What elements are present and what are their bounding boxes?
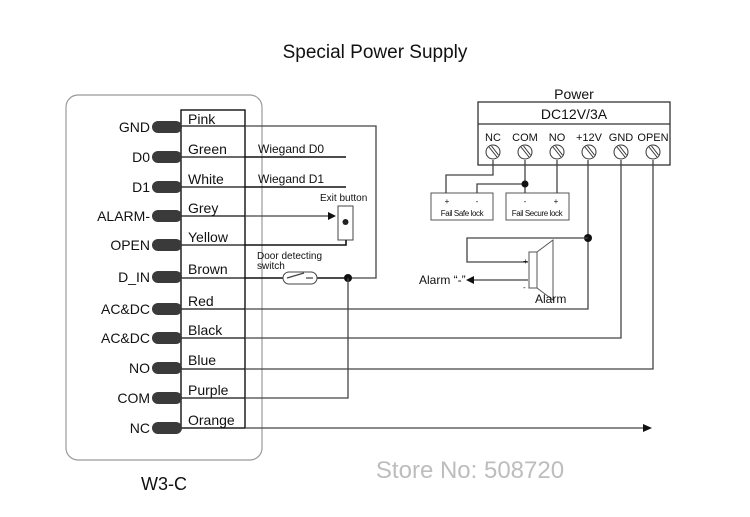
wire-color-label: Brown: [188, 261, 228, 277]
pin-connector: [152, 271, 182, 283]
wire-color-label: Green: [188, 141, 227, 157]
wire-color-label: Purple: [188, 382, 229, 398]
pin-connector: [152, 121, 182, 133]
pin-connector: [152, 210, 182, 222]
pin-label: ALARM-: [97, 208, 150, 224]
pin-label: NO: [129, 360, 150, 376]
plus-label: +: [554, 197, 559, 206]
power-terminal-label: +12V: [576, 132, 603, 144]
pin-connector: [152, 392, 182, 404]
fail-safe-label: Fail Safe lock: [441, 209, 485, 218]
pin-label: GND: [119, 119, 150, 135]
fail-secure-lock: [505, 192, 570, 221]
wiegand-d0-label: Wiegand D0: [258, 142, 324, 156]
power-terminal-label: GND: [609, 132, 634, 144]
pin-connector: [152, 181, 182, 193]
pin-label: COM: [117, 390, 150, 406]
door-switch-label-2: switch: [257, 261, 285, 272]
plus-label: +: [445, 197, 450, 206]
fail-safe-lock: [430, 192, 494, 221]
diagram-title: Special Power Supply: [283, 42, 468, 63]
wire-color-label: White: [188, 171, 224, 187]
power-title: Power: [554, 86, 594, 102]
pin-label: OPEN: [110, 237, 150, 253]
door-switch-label: Door detecting: [257, 251, 322, 262]
pin-connector: [152, 151, 182, 163]
power-rating: DC12V/3A: [541, 106, 608, 122]
wire-color-label: Blue: [188, 352, 216, 368]
fail-secure-label: Fail Secure lock: [512, 209, 564, 218]
pin-connector: [152, 362, 182, 374]
wiegand-d1-label: Wiegand D1: [258, 172, 324, 186]
pin-label: D0: [132, 149, 150, 165]
wire-color-label: Black: [188, 322, 223, 338]
wire-color-label: Pink: [188, 111, 216, 127]
pin-connector: [152, 239, 182, 251]
power-terminal-label: NC: [485, 132, 501, 144]
power-terminal-label: COM: [512, 132, 538, 144]
pin-connector: [152, 332, 182, 344]
wire-color-label: Grey: [188, 200, 218, 216]
pin-label: AC&DC: [101, 330, 150, 346]
minus-label: -: [476, 197, 479, 206]
pin-label: D1: [132, 179, 150, 195]
speaker-icon: [528, 239, 554, 301]
door-switch: [282, 271, 318, 285]
pin-label: D_IN: [118, 269, 150, 285]
wire-color-label: Yellow: [188, 229, 229, 245]
alarm-minus-label: Alarm “-”: [419, 273, 466, 287]
power-terminal-label: NO: [549, 132, 566, 144]
watermark: Store No: 508720: [376, 457, 564, 484]
pin-label: NC: [130, 420, 150, 436]
power-terminal-label: OPEN: [637, 132, 668, 144]
pin-connector: [152, 303, 182, 315]
alarm-minus: -: [523, 283, 526, 292]
controller-name: W3-C: [141, 474, 187, 494]
pin-label: AC&DC: [101, 301, 150, 317]
minus-label: -: [524, 197, 527, 206]
wire-color-label: Orange: [188, 412, 235, 428]
wire-color-label: Red: [188, 293, 214, 309]
pin-connector: [152, 422, 182, 434]
exit-button-label: Exit button: [320, 193, 367, 204]
terminal-strip: [180, 109, 246, 429]
power-box: [477, 101, 671, 166]
alarm-label: Alarm: [535, 292, 566, 306]
alarm-plus: +: [523, 257, 528, 266]
